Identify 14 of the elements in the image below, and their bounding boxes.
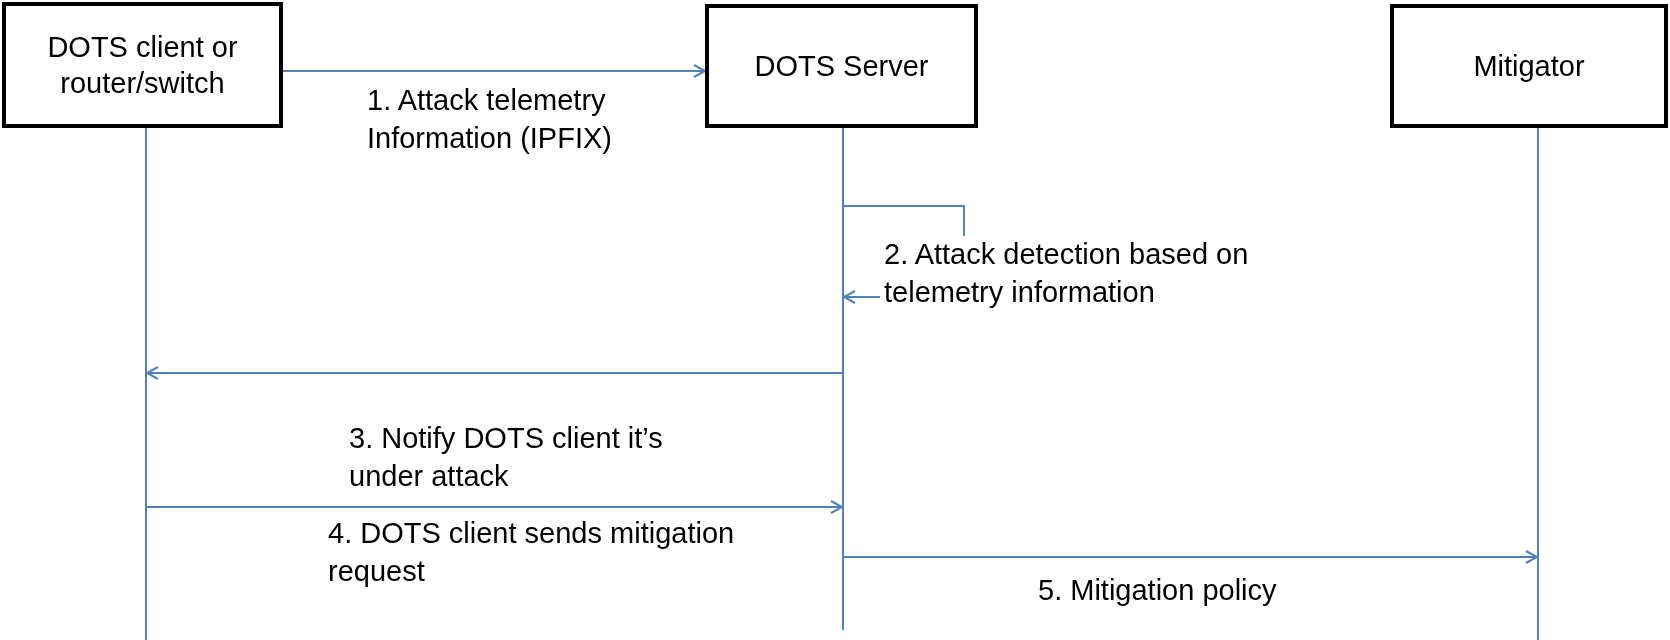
message-arrow bbox=[843, 550, 1538, 564]
message-arrow bbox=[146, 366, 843, 380]
message-arrow bbox=[146, 500, 843, 514]
message-arrow bbox=[282, 64, 706, 78]
lifeline bbox=[842, 128, 844, 630]
message-label: 1. Attack telemetry Information (IPFIX) bbox=[367, 83, 613, 156]
lifeline bbox=[145, 128, 147, 640]
lifeline bbox=[1537, 128, 1539, 640]
participant-box: Mitigator bbox=[1390, 4, 1668, 128]
message-label: 3. Notify DOTS client it’s under attack bbox=[349, 421, 664, 494]
message-label: 4. DOTS client sends mitigation request bbox=[328, 516, 736, 589]
participant-box: DOTS client or router/switch bbox=[2, 2, 283, 128]
message-label: 5. Mitigation policy bbox=[1038, 573, 1278, 608]
participant-box: DOTS Server bbox=[705, 4, 978, 128]
